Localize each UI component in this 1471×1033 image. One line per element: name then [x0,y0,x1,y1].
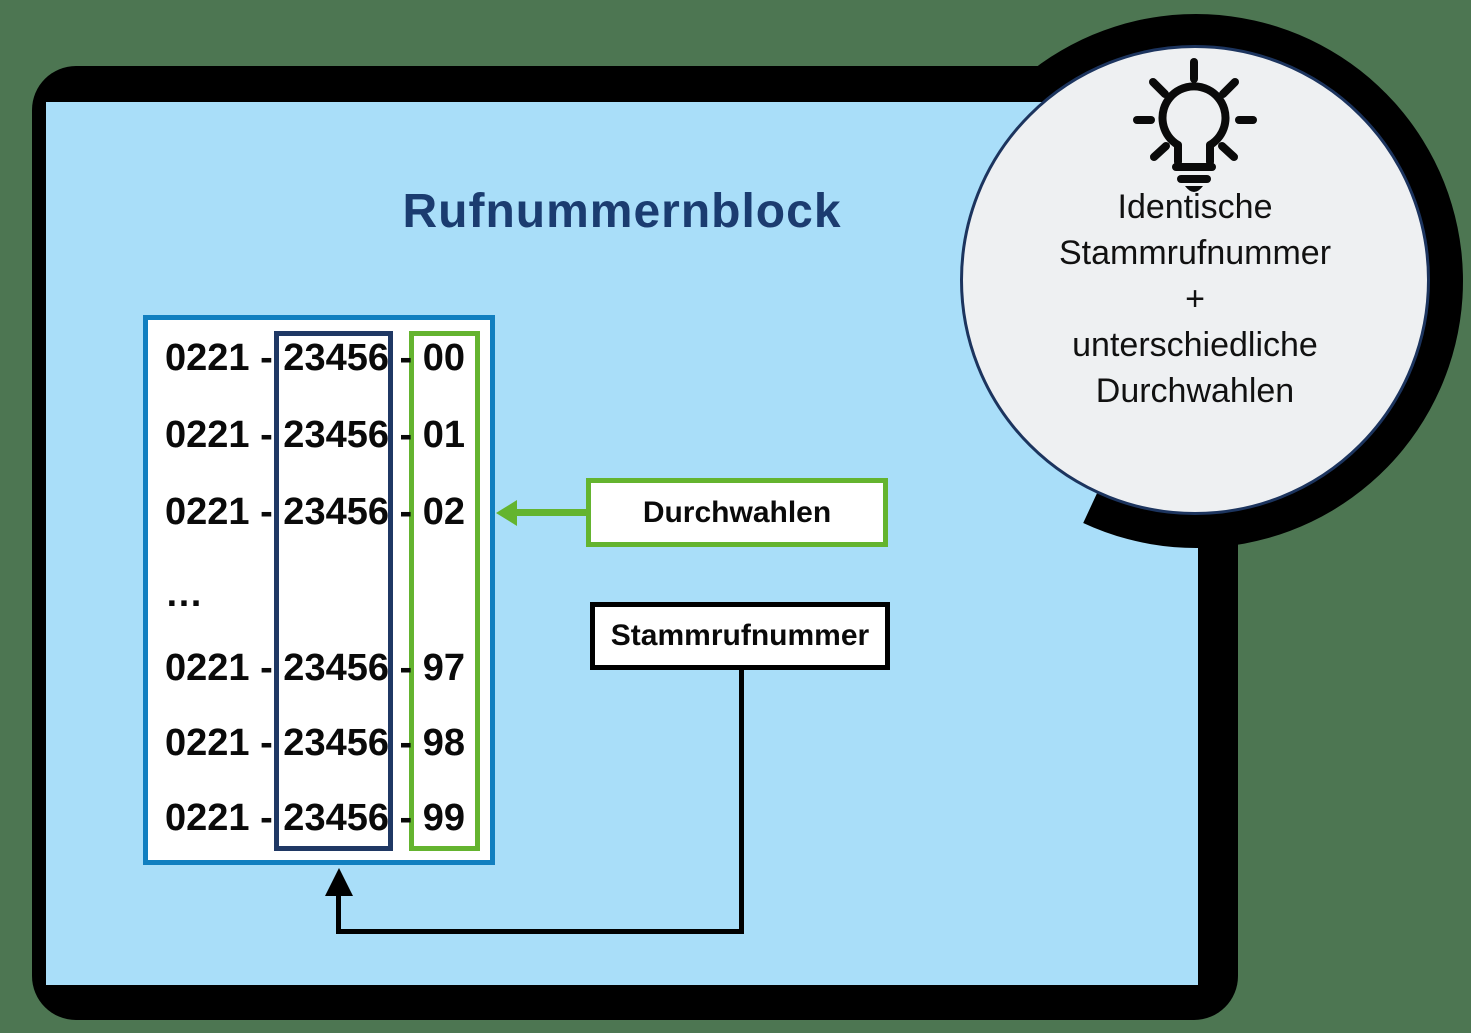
lightbulb-icon [1133,58,1257,192]
callout-line: + [1185,280,1205,318]
durchwahlen-arrow-shaft [514,509,586,516]
callout-line: Stammrufnummer [1058,234,1332,272]
callout-line: Identische [1117,188,1273,226]
stammrufnummer-label: Stammrufnummer [610,619,870,652]
phone-number-row-ellipsis: … [165,573,203,615]
page-title: Rufnummernblock [402,185,842,238]
stamm-column-highlight [274,331,393,851]
stammrufnummer-arrow-head-icon [325,868,353,896]
callout-text: Identische Stammrufnummer + unterschiedl… [985,184,1405,414]
callout-circle: Identische Stammrufnummer + unterschiedl… [960,45,1430,515]
durchwahl-column-highlight [409,331,480,851]
phone-number-row: 0221 - 23456 - 00 [165,337,466,379]
durchwahlen-label: Durchwahlen [642,495,832,529]
phone-number-row: 0221 - 23456 - 99 [165,797,466,839]
stammrufnummer-connector-vertical [739,669,744,934]
number-list-box: 0221 - 23456 - 00 0221 - 23456 - 01 0221… [143,315,495,865]
callout-line: unterschiedliche [1072,326,1318,364]
phone-number-row: 0221 - 23456 - 02 [165,491,466,533]
stammrufnummer-label-box: Stammrufnummer [590,602,890,670]
durchwahlen-arrow-head-icon [496,500,517,526]
phone-number-row: 0221 - 23456 - 97 [165,647,466,689]
callout-line: Durchwahlen [1095,372,1295,410]
phone-number-row: 0221 - 23456 - 98 [165,722,466,764]
stammrufnummer-connector-stub [336,894,341,934]
stammrufnummer-connector-horizontal [336,929,744,934]
phone-number-row: 0221 - 23456 - 01 [165,414,466,456]
durchwahlen-label-box: Durchwahlen [586,478,888,547]
